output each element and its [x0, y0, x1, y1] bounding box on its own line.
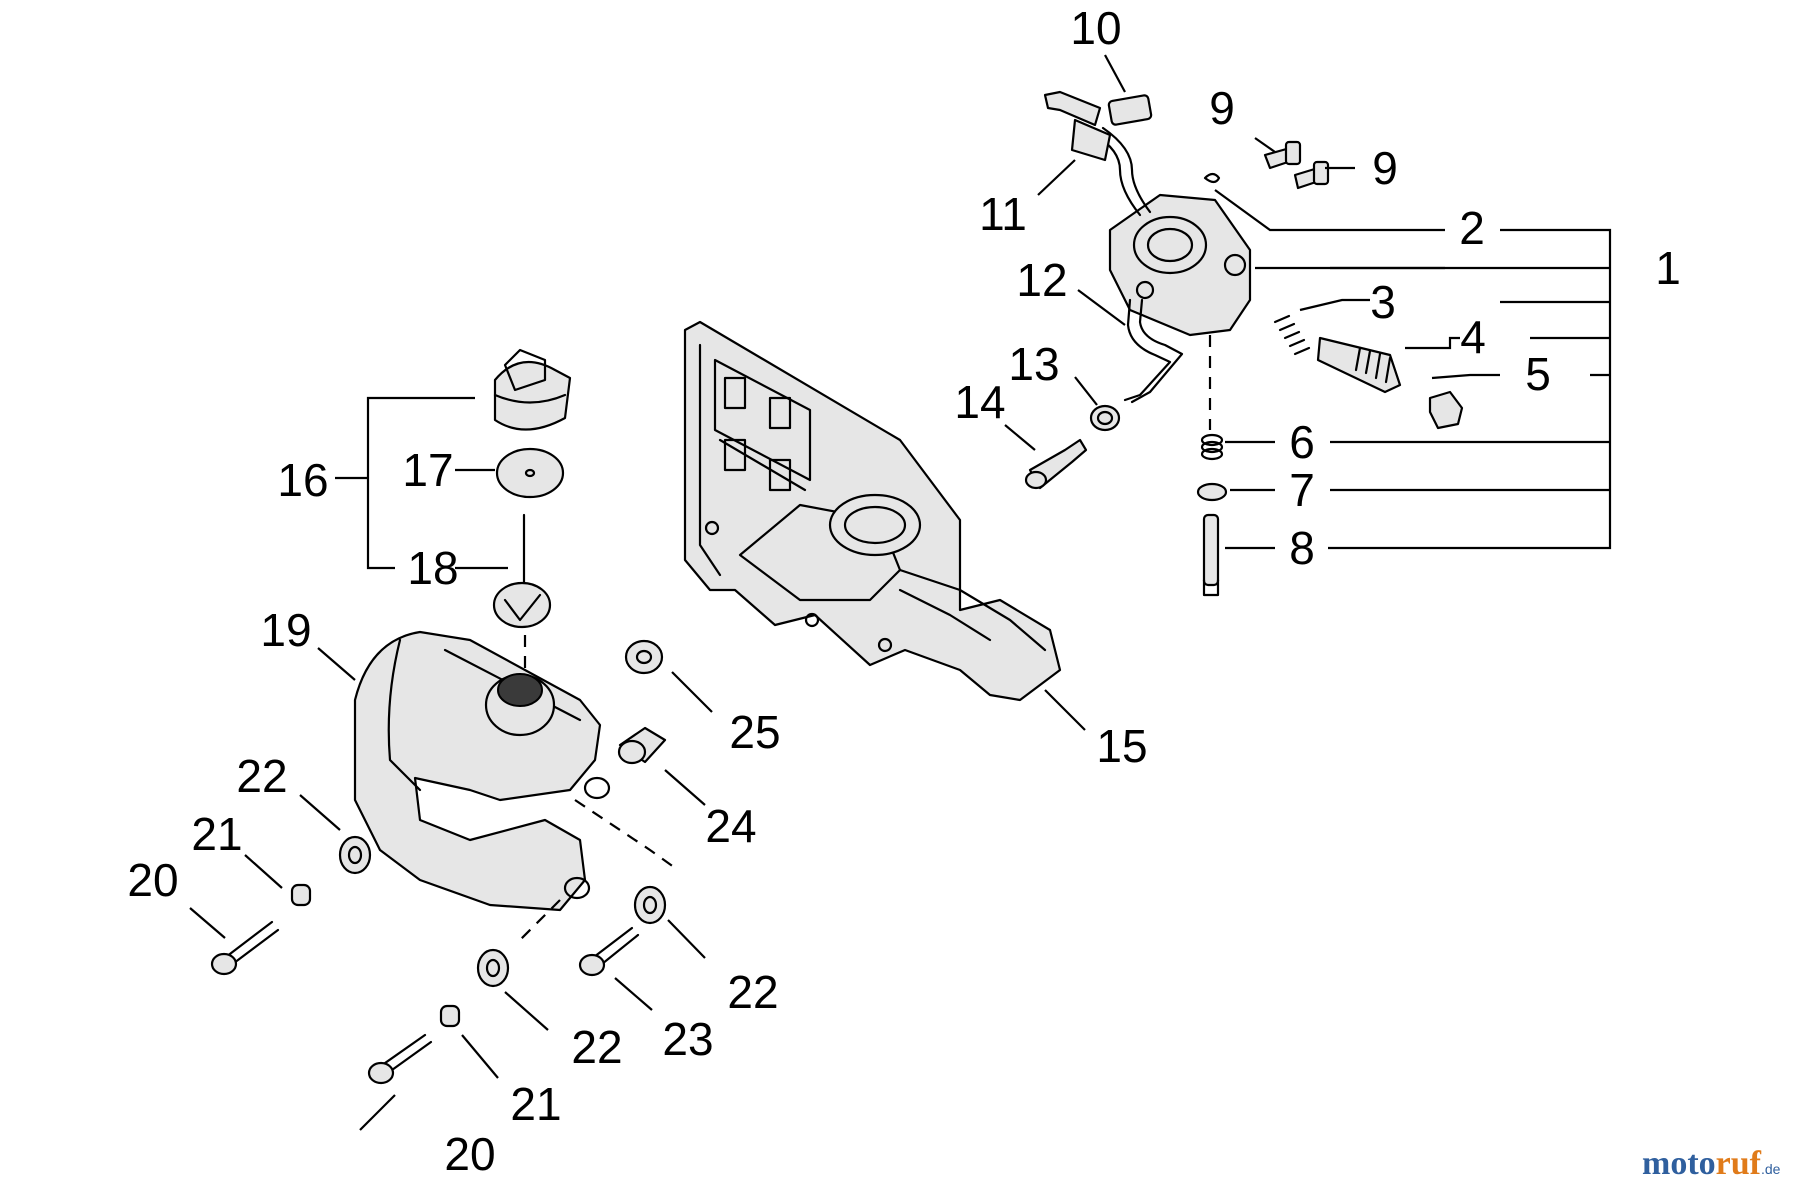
label-23: 23 — [662, 1013, 713, 1065]
label-8: 8 — [1289, 522, 1315, 574]
label-9-lower: 9 — [1372, 142, 1398, 194]
label-9-upper: 9 — [1209, 82, 1235, 134]
label-4: 4 — [1460, 311, 1486, 363]
part-10-block — [1107, 94, 1153, 126]
label-11: 11 — [979, 188, 1027, 240]
label-1: 1 — [1655, 242, 1681, 294]
part-11-bracket — [1043, 90, 1112, 162]
part-21-spacer-b — [439, 1004, 461, 1028]
tank-mount-dash-lower — [519, 899, 561, 941]
label-6: 6 — [1289, 416, 1315, 468]
label-7: 7 — [1289, 464, 1315, 516]
part-22-washer-b-hole — [642, 895, 658, 915]
label-15: 15 — [1096, 720, 1147, 772]
part-8-pin — [1202, 513, 1220, 597]
label-25: 25 — [729, 706, 780, 758]
tank-mount-dash — [574, 799, 679, 871]
svg-text:motoruf.de: motoruf.de — [1642, 1145, 1781, 1182]
part-22-washer-c-hole — [485, 958, 501, 978]
part-22-washer-c — [476, 948, 510, 988]
label-10: 10 — [1070, 2, 1121, 54]
label-21-upper: 21 — [191, 808, 242, 860]
part-6-spring — [1200, 433, 1224, 461]
part-23-screw — [578, 926, 640, 977]
label-13: 13 — [1008, 338, 1059, 390]
label-12: 12 — [1016, 254, 1067, 306]
part-22-washer-b — [633, 885, 667, 925]
part-22-washer-a-hole — [347, 845, 363, 865]
label-3: 3 — [1370, 276, 1396, 328]
label-21-lower: 21 — [510, 1078, 561, 1130]
label-5: 5 — [1525, 348, 1551, 400]
watermark-tld: .de — [1761, 1161, 1781, 1177]
part-13-grommet — [1089, 404, 1121, 432]
oil-hose — [1093, 126, 1184, 404]
part-20-screw-b — [367, 1033, 433, 1085]
label-22-bottom: 22 — [571, 1021, 622, 1073]
watermark-brand-a: moto — [1642, 1145, 1716, 1182]
part-15-crankcase — [683, 320, 1062, 702]
part-18-retainer — [492, 513, 552, 629]
part-3-spring — [1273, 314, 1311, 356]
part-16-fuel-cap — [493, 348, 572, 431]
part-24-bushing — [617, 726, 667, 765]
part-20-screw-a — [210, 920, 280, 976]
watermark-brand-b: ruf — [1716, 1145, 1762, 1182]
label-20-lower: 20 — [444, 1128, 495, 1180]
part-17-gasket — [495, 447, 565, 499]
label-20-upper: 20 — [127, 854, 178, 906]
part-14-fitting — [1024, 438, 1088, 490]
label-22-right: 22 — [727, 966, 778, 1018]
oil-pump-body — [1108, 193, 1252, 337]
label-14: 14 — [954, 376, 1005, 428]
label-19: 19 — [260, 604, 311, 656]
label-22-left: 22 — [236, 750, 287, 802]
part-4-worm-shaft — [1316, 336, 1402, 394]
part-2-clip — [1203, 172, 1221, 184]
part-7-washer — [1196, 482, 1228, 502]
part-5-plug — [1428, 390, 1464, 430]
part-21-spacer-a — [290, 883, 312, 907]
part-25-nut — [624, 639, 664, 675]
label-17: 17 — [402, 444, 453, 496]
part-9-bolts — [1263, 140, 1330, 190]
label-16: 16 — [277, 454, 328, 506]
leader-lines — [189, 54, 1612, 1131]
label-18: 18 — [407, 542, 458, 594]
label-24: 24 — [705, 800, 756, 852]
part-labels: 1 2 3 4 5 6 7 8 9 9 10 11 12 13 14 15 16… — [127, 2, 1680, 1180]
label-2: 2 — [1459, 202, 1485, 254]
part-22-washer-a — [338, 835, 372, 875]
part-19-fuel-tank — [353, 630, 611, 912]
watermark-logo: motoruf.de — [1642, 1145, 1781, 1182]
